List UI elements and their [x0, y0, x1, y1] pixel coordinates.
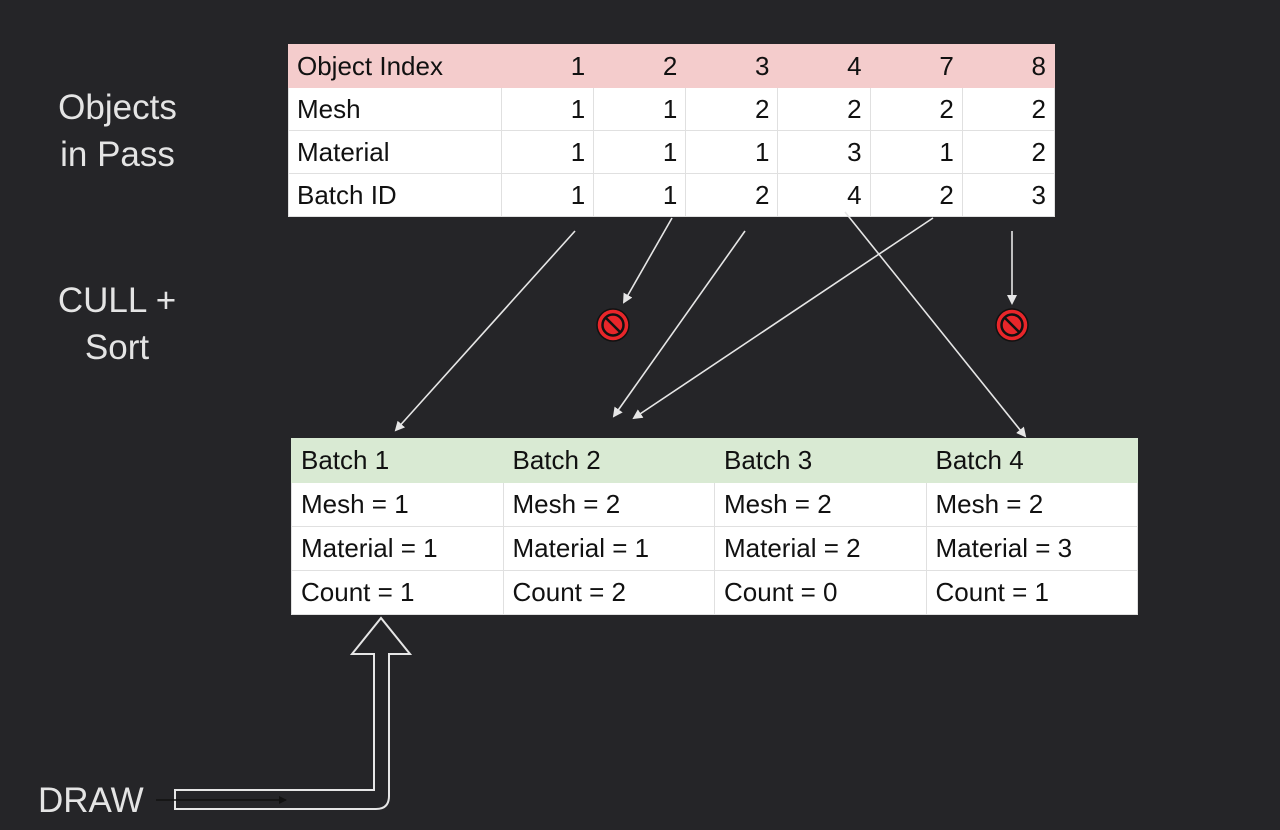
- no-entry-icon: [995, 308, 1029, 342]
- table-row: Batch 1 Batch 2 Batch 3 Batch 4: [291, 438, 1138, 483]
- batch-count-cell: Count = 2: [502, 570, 715, 615]
- batch-mesh-cell: Mesh = 2: [925, 482, 1138, 527]
- objects-table: Object Index 1 2 3 4 7 8 Mesh 1 1 2 2 2 …: [288, 44, 1056, 217]
- row-label-mesh: Mesh: [288, 87, 502, 131]
- object-index-cell: 8: [961, 44, 1056, 88]
- arrow-object2-culled: [623, 217, 673, 304]
- batch-id-cell: 2: [869, 173, 963, 217]
- mesh-cell: 2: [869, 87, 963, 131]
- batch-mesh-cell: Mesh = 2: [502, 482, 715, 527]
- batch-count-cell: Count = 0: [714, 570, 927, 615]
- batch-count-cell: Count = 1: [925, 570, 1138, 615]
- table-row: Batch ID 1 1 2 4 2 3: [288, 173, 1056, 217]
- cull-label-line1: CULL +: [57, 281, 177, 320]
- table-row: Material = 1 Material = 1 Material = 2 M…: [291, 526, 1138, 571]
- material-cell: 1: [500, 130, 595, 174]
- mesh-cell: 1: [500, 87, 595, 131]
- batch-name-cell: Batch 2: [502, 438, 715, 483]
- batch-material-cell: Material = 2: [714, 526, 927, 571]
- mesh-cell: 2: [685, 87, 779, 131]
- objects-label-line1: Objects: [58, 88, 177, 127]
- row-label-batch-id: Batch ID: [288, 173, 502, 217]
- batch-material-cell: Material = 3: [925, 526, 1138, 571]
- row-label-object-index: Object Index: [288, 44, 502, 88]
- batch-name-cell: Batch 4: [925, 438, 1138, 483]
- batch-name-cell: Batch 1: [291, 438, 504, 483]
- object-index-cell: 4: [777, 44, 871, 88]
- arrow-object1-to-batch1: [394, 230, 576, 432]
- row-label-material: Material: [288, 130, 502, 174]
- table-row: Mesh = 1 Mesh = 2 Mesh = 2 Mesh = 2: [291, 482, 1138, 527]
- objects-label-line2: in Pass: [60, 135, 175, 174]
- material-cell: 2: [961, 130, 1056, 174]
- batch-id-cell: 1: [500, 173, 595, 217]
- batch-id-cell: 4: [777, 173, 871, 217]
- batch-material-cell: Material = 1: [502, 526, 715, 571]
- table-row: Material 1 1 1 3 1 2: [288, 130, 1056, 174]
- batch-id-cell: 1: [593, 173, 687, 217]
- batch-id-cell: 3: [961, 173, 1056, 217]
- table-row: Count = 1 Count = 2 Count = 0 Count = 1: [291, 570, 1138, 615]
- cull-label-line2: Sort: [84, 328, 150, 367]
- table-row: Object Index 1 2 3 4 7 8: [288, 44, 1056, 88]
- mesh-cell: 1: [593, 87, 687, 131]
- material-cell: 3: [777, 130, 871, 174]
- material-cell: 1: [869, 130, 963, 174]
- material-cell: 1: [593, 130, 687, 174]
- batch-name-cell: Batch 3: [714, 438, 927, 483]
- arrow-object7-to-batch2: [632, 217, 934, 420]
- no-entry-icon: [596, 308, 630, 342]
- batch-mesh-cell: Mesh = 2: [714, 482, 927, 527]
- arrow-object3-to-batch2: [612, 230, 746, 418]
- mesh-cell: 2: [777, 87, 871, 131]
- batch-material-cell: Material = 1: [291, 526, 504, 571]
- arrow-object4-to-batch4: [844, 211, 1027, 438]
- batch-mesh-cell: Mesh = 1: [291, 482, 504, 527]
- draw-label: DRAW: [38, 781, 144, 820]
- draw-arrow: [174, 616, 413, 810]
- batches-table: Batch 1 Batch 2 Batch 3 Batch 4 Mesh = 1…: [291, 438, 1138, 615]
- table-row: Mesh 1 1 2 2 2 2: [288, 87, 1056, 131]
- cull-sort-label: CULL + Sort: [36, 277, 198, 371]
- batch-id-cell: 2: [685, 173, 779, 217]
- batch-count-cell: Count = 1: [291, 570, 504, 615]
- object-index-cell: 7: [869, 44, 963, 88]
- objects-in-pass-label: Objects in Pass: [40, 84, 195, 178]
